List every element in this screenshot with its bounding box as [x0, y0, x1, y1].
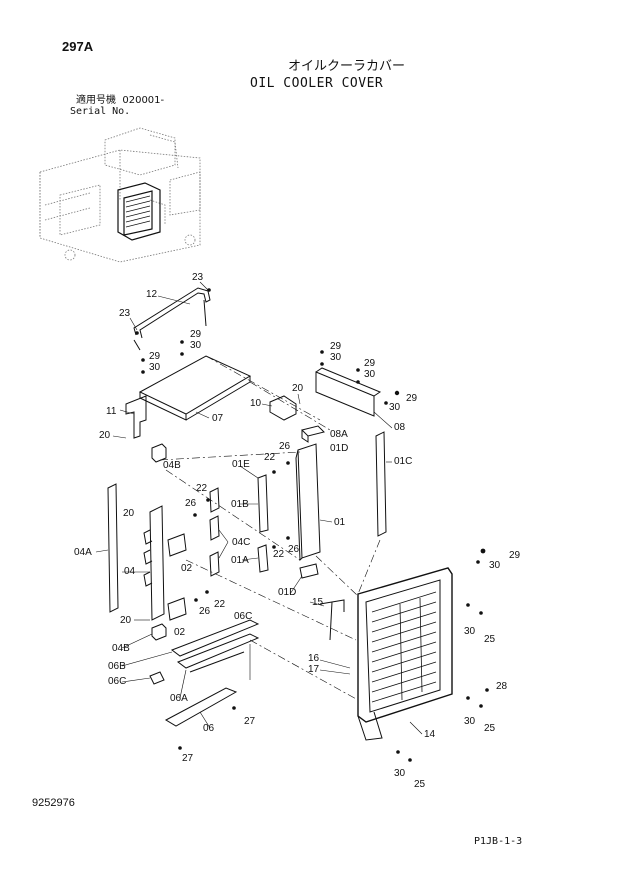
- serial-label-japanese: 適用号機 020001-: [76, 95, 165, 106]
- part-label: 06B: [108, 661, 126, 672]
- part-label: 22: [214, 599, 226, 610]
- part-label: 26: [279, 441, 291, 452]
- part-label: 29: [149, 351, 161, 362]
- page-code: P1JB-1-3: [474, 836, 523, 847]
- part-label: 22: [196, 483, 208, 494]
- part-label: 17: [308, 664, 320, 675]
- part-label: 30: [489, 560, 501, 571]
- part-label: 30: [464, 626, 476, 637]
- part-label: 04: [124, 566, 136, 577]
- part-label: 16: [308, 653, 320, 664]
- part-label: 08: [394, 422, 406, 433]
- part-label: 14: [424, 729, 436, 740]
- part-label: 15: [312, 597, 324, 608]
- part-label: 04A: [74, 547, 92, 558]
- part-label: 29: [330, 341, 342, 352]
- part-label: 20: [123, 508, 135, 519]
- page-title-japanese: オイルクーラカバー: [288, 59, 406, 74]
- page-number: 297A: [62, 39, 94, 54]
- part-label: 01D: [330, 443, 348, 454]
- part-label: 30: [464, 716, 476, 727]
- part-label: 01B: [231, 499, 249, 510]
- part-label: 25: [484, 634, 496, 645]
- serial-label: Serial No.: [70, 106, 131, 117]
- part-label: 04B: [112, 643, 130, 654]
- part-label: 01D: [278, 587, 296, 598]
- part-label: 30: [330, 352, 342, 363]
- part-label: 22: [264, 452, 276, 463]
- leader-lines: [95, 281, 423, 735]
- part-label: 28: [496, 681, 508, 692]
- part-label: 30: [364, 369, 376, 380]
- part-label: 29: [190, 329, 202, 340]
- fastener-markers: [135, 288, 489, 762]
- part-label: 26: [185, 498, 197, 509]
- machine-location-thumbnail: [39, 127, 201, 263]
- part-label: 29: [509, 550, 521, 561]
- part-label: 22: [273, 549, 285, 560]
- part-drawings: [107, 287, 453, 741]
- part-label: 06: [203, 723, 215, 734]
- oil-cooler-cover-highlight: [117, 182, 161, 241]
- part-label: 01E: [232, 459, 250, 470]
- drawing-number: 9252976: [32, 797, 75, 809]
- part-label: 26: [288, 544, 300, 555]
- part-label: 02: [174, 627, 186, 638]
- part-label: 23: [119, 308, 131, 319]
- page-title: OIL COOLER COVER: [250, 76, 384, 91]
- part-labels: 23 12 23 29 30 29 30 11 20 07 10 20 29 3…: [74, 272, 521, 790]
- part-label: 25: [484, 723, 496, 734]
- part-label: 07: [212, 413, 224, 424]
- part-label: 04C: [232, 537, 250, 548]
- part-label: 10: [250, 398, 262, 409]
- part-label: 20: [99, 430, 111, 441]
- part-label: 01: [334, 517, 346, 528]
- part-label: 11: [106, 406, 117, 417]
- part-label: 08A: [330, 429, 348, 440]
- part-label: 12: [146, 289, 158, 300]
- part-label: 23: [192, 272, 204, 283]
- part-label: 26: [199, 606, 211, 617]
- part-label: 25: [414, 779, 426, 790]
- part-label: 30: [190, 340, 202, 351]
- part-label: 01A: [231, 555, 249, 566]
- part-label: 20: [120, 615, 132, 626]
- part-label: 01C: [394, 456, 412, 467]
- part-label: 30: [389, 402, 401, 413]
- part-label: 30: [149, 362, 161, 373]
- part-label: 06A: [170, 693, 188, 704]
- part-label: 06C: [234, 611, 252, 622]
- part-label: 29: [364, 358, 376, 369]
- part-label: 20: [292, 383, 304, 394]
- part-label: 27: [244, 716, 256, 727]
- part-label: 30: [394, 768, 406, 779]
- part-label: 27: [182, 753, 194, 764]
- part-label: 29: [406, 393, 418, 404]
- part-label: 06C: [108, 676, 126, 687]
- part-label: 04B: [163, 460, 181, 471]
- part-label: 02: [181, 563, 193, 574]
